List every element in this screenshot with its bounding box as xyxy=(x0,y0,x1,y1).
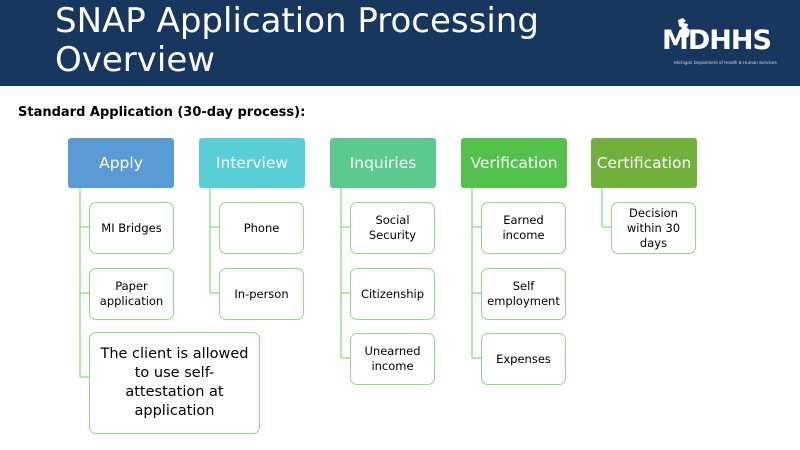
verification-item-self-employment: Self employment xyxy=(481,268,566,320)
title-line-1: SNAP Application Processing xyxy=(55,1,539,41)
column-head-apply: Apply xyxy=(68,138,174,188)
michigan-map-icon xyxy=(678,18,690,39)
inquiries-item-unearned-income: Unearned income xyxy=(350,333,435,385)
apply-item-self-attestation: The client is allowed to use self-attest… xyxy=(89,332,260,434)
verification-item-expenses: Expenses xyxy=(481,333,566,385)
inquiries-item-social-security: Social Security xyxy=(350,202,435,254)
column-head-apply-label: Apply xyxy=(99,154,143,172)
inquiries-item-citizenship: Citizenship xyxy=(350,268,435,320)
column-head-certification-label: Certification xyxy=(596,154,692,172)
interview-item-in-person: In-person xyxy=(219,268,304,320)
mdhhs-logo: MDHHS Michigan Department of Health & Hu… xyxy=(662,18,792,70)
title-line-2: Overview xyxy=(55,40,216,80)
column-head-verification-label: Verification xyxy=(470,154,558,172)
logo-text: MDHHS xyxy=(662,25,772,56)
column-head-interview: Interview xyxy=(199,138,305,188)
slide-title: SNAP Application Processing Overview xyxy=(55,2,655,80)
column-head-certification: Certification xyxy=(591,138,697,188)
interview-item-phone: Phone xyxy=(219,202,304,254)
column-head-interview-label: Interview xyxy=(215,154,289,172)
slide-header: SNAP Application Processing Overview MDH… xyxy=(0,0,800,86)
apply-item-mi-bridges: MI Bridges xyxy=(89,202,174,254)
apply-item-paper-application: Paper application xyxy=(89,268,174,320)
column-head-verification: Verification xyxy=(461,138,567,188)
process-subtitle: Standard Application (30-day process): xyxy=(18,105,306,120)
column-head-inquiries: Inquiries xyxy=(330,138,436,188)
column-head-inquiries-label: Inquiries xyxy=(349,154,417,172)
certification-item-decision: Decision within 30 days xyxy=(611,202,696,254)
logo-subtext: Michigan Department of Health & Human Se… xyxy=(674,60,777,65)
verification-item-earned-income: Earned income xyxy=(481,202,566,254)
